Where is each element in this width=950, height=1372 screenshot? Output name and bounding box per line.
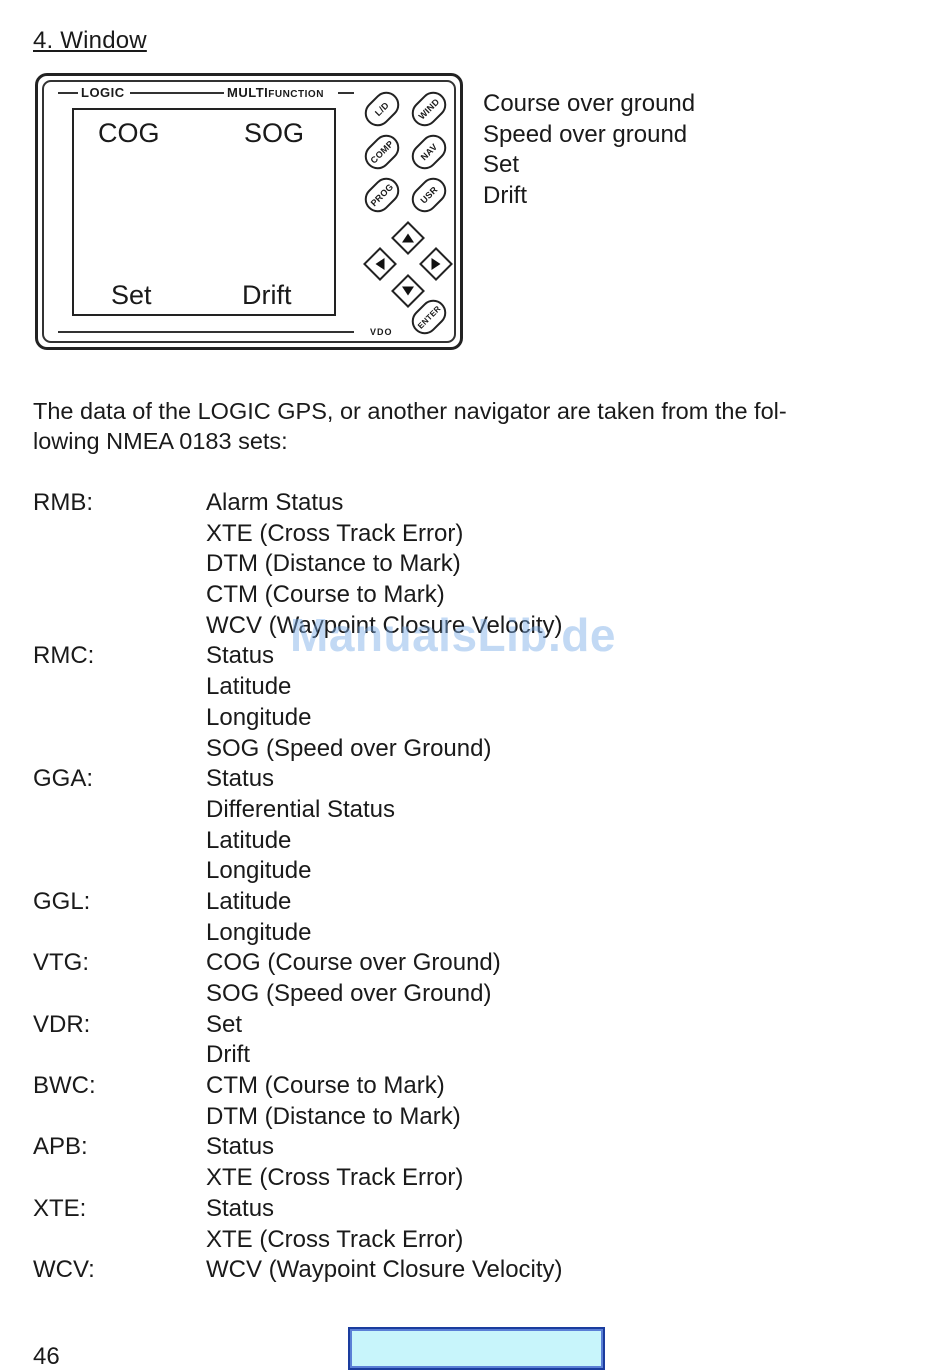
lcd-cog-label: COG — [98, 118, 160, 148]
nmea-field-description: XTE (Cross Track Error) — [206, 519, 464, 547]
nmea-sentence-code: GGL: — [33, 887, 91, 915]
nmea-sentence-code: VTG: — [33, 949, 90, 977]
nmea-field-description: Longitude — [206, 918, 312, 946]
nmea-field-description: Drift — [206, 1041, 250, 1069]
nmea-field-description: COG (Course over Ground) — [206, 949, 501, 977]
nmea-field-description: SOG (Speed over Ground) — [206, 734, 492, 762]
lcd-set-label: Set — [111, 280, 152, 310]
nmea-sentence-code: GGA: — [33, 765, 94, 793]
ld-key: L/D — [359, 86, 405, 132]
nmea-field-description: CTM (Course to Mark) — [206, 581, 445, 609]
page-navigation-bar[interactable] — [348, 1327, 605, 1370]
vdo-logo: VDO — [370, 327, 393, 337]
nmea-field-description: WCV (Waypoint Closure Velocity) — [206, 1256, 563, 1284]
brand-multi: MULTI — [227, 85, 269, 100]
prog-key: PROG — [359, 172, 405, 218]
brand-logic: LOGIC — [78, 85, 128, 100]
wind-key: WIND — [406, 86, 452, 132]
brand-line-middle — [130, 92, 226, 94]
nmea-sentence-code: XTE: — [33, 1194, 87, 1222]
nmea-sentence-code: RMC: — [33, 642, 95, 670]
legend-item: Course over ground — [483, 90, 696, 117]
legend-item: Drift — [483, 181, 527, 209]
legend-item: Speed over ground — [483, 120, 688, 148]
lcd-screen: COG SOG Set Drift — [72, 108, 336, 316]
nmea-field-description: Status — [206, 1133, 275, 1161]
intro-line: lowing NMEA 0183 sets: — [33, 428, 288, 454]
lcd-sog-label: SOG — [244, 118, 305, 148]
arrow-right-icon — [419, 247, 453, 281]
intro-paragraph: The data of the LOGIC GPS, or another na… — [33, 396, 913, 456]
brand-multifunction: MULTIFUNCTION — [224, 85, 327, 100]
nmea-field-description: DTM (Distance to Mark) — [206, 550, 461, 578]
section-heading: 4. Window — [33, 27, 147, 54]
legend-item: Set — [483, 151, 520, 179]
nmea-sentence-code: APB: — [33, 1133, 88, 1161]
nmea-field-description: XTE (Cross Track Error) — [206, 1164, 464, 1192]
nmea-field-description: DTM (Distance to Mark) — [206, 1102, 461, 1130]
comp-key: COMP — [359, 129, 405, 175]
arrow-left-icon — [363, 247, 397, 281]
arrow-down-icon — [391, 274, 425, 308]
usr-key: USR — [406, 172, 452, 218]
nmea-field-description: Set — [206, 1010, 243, 1038]
nmea-field-description: Latitude — [206, 887, 292, 915]
nmea-field-description: Alarm Status — [206, 489, 344, 516]
nmea-field-description: CTM (Course to Mark) — [206, 1072, 445, 1100]
multifunction-display-illustration: LOGIC MULTIFUNCTION COG SOG Set Drift L/… — [35, 73, 463, 350]
nmea-sentence-code: VDR: — [33, 1010, 91, 1038]
nmea-sentence-code: BWC: — [33, 1072, 96, 1100]
field-legend: Course over ground Speed over ground Set… — [483, 89, 695, 211]
lcd-drift-label: Drift — [242, 280, 292, 310]
nmea-field-description: Status — [206, 1194, 275, 1222]
nmea-field-description: Differential Status — [206, 795, 395, 823]
nmea-field-description: Latitude — [206, 673, 292, 701]
nmea-field-description: Status — [206, 765, 275, 793]
brand-function: FUNCTION — [268, 89, 324, 100]
nmea-field-description: XTE (Cross Track Error) — [206, 1225, 464, 1253]
bottom-rule — [58, 331, 354, 333]
nmea-field-description: Latitude — [206, 826, 292, 854]
intro-line: The data of the LOGIC GPS, or another na… — [33, 398, 787, 424]
page-number: 46 — [33, 1343, 60, 1370]
nmea-field-description: Longitude — [206, 857, 312, 885]
nav-key: NAV — [406, 129, 452, 175]
nmea-sentence-code: WCV: — [33, 1256, 95, 1284]
nmea-field-description: WCV (Waypoint Closure Velocity) — [206, 611, 563, 639]
brand-line-right — [338, 92, 354, 94]
nmea-field-description: Longitude — [206, 703, 312, 731]
nmea-field-description: SOG (Speed over Ground) — [206, 980, 492, 1007]
watermark: ManualsLib.de — [290, 609, 616, 661]
nmea-field-description: Status — [206, 642, 275, 670]
arrow-up-icon — [391, 221, 425, 255]
nmea-sentence-code: RMB: — [33, 489, 93, 516]
